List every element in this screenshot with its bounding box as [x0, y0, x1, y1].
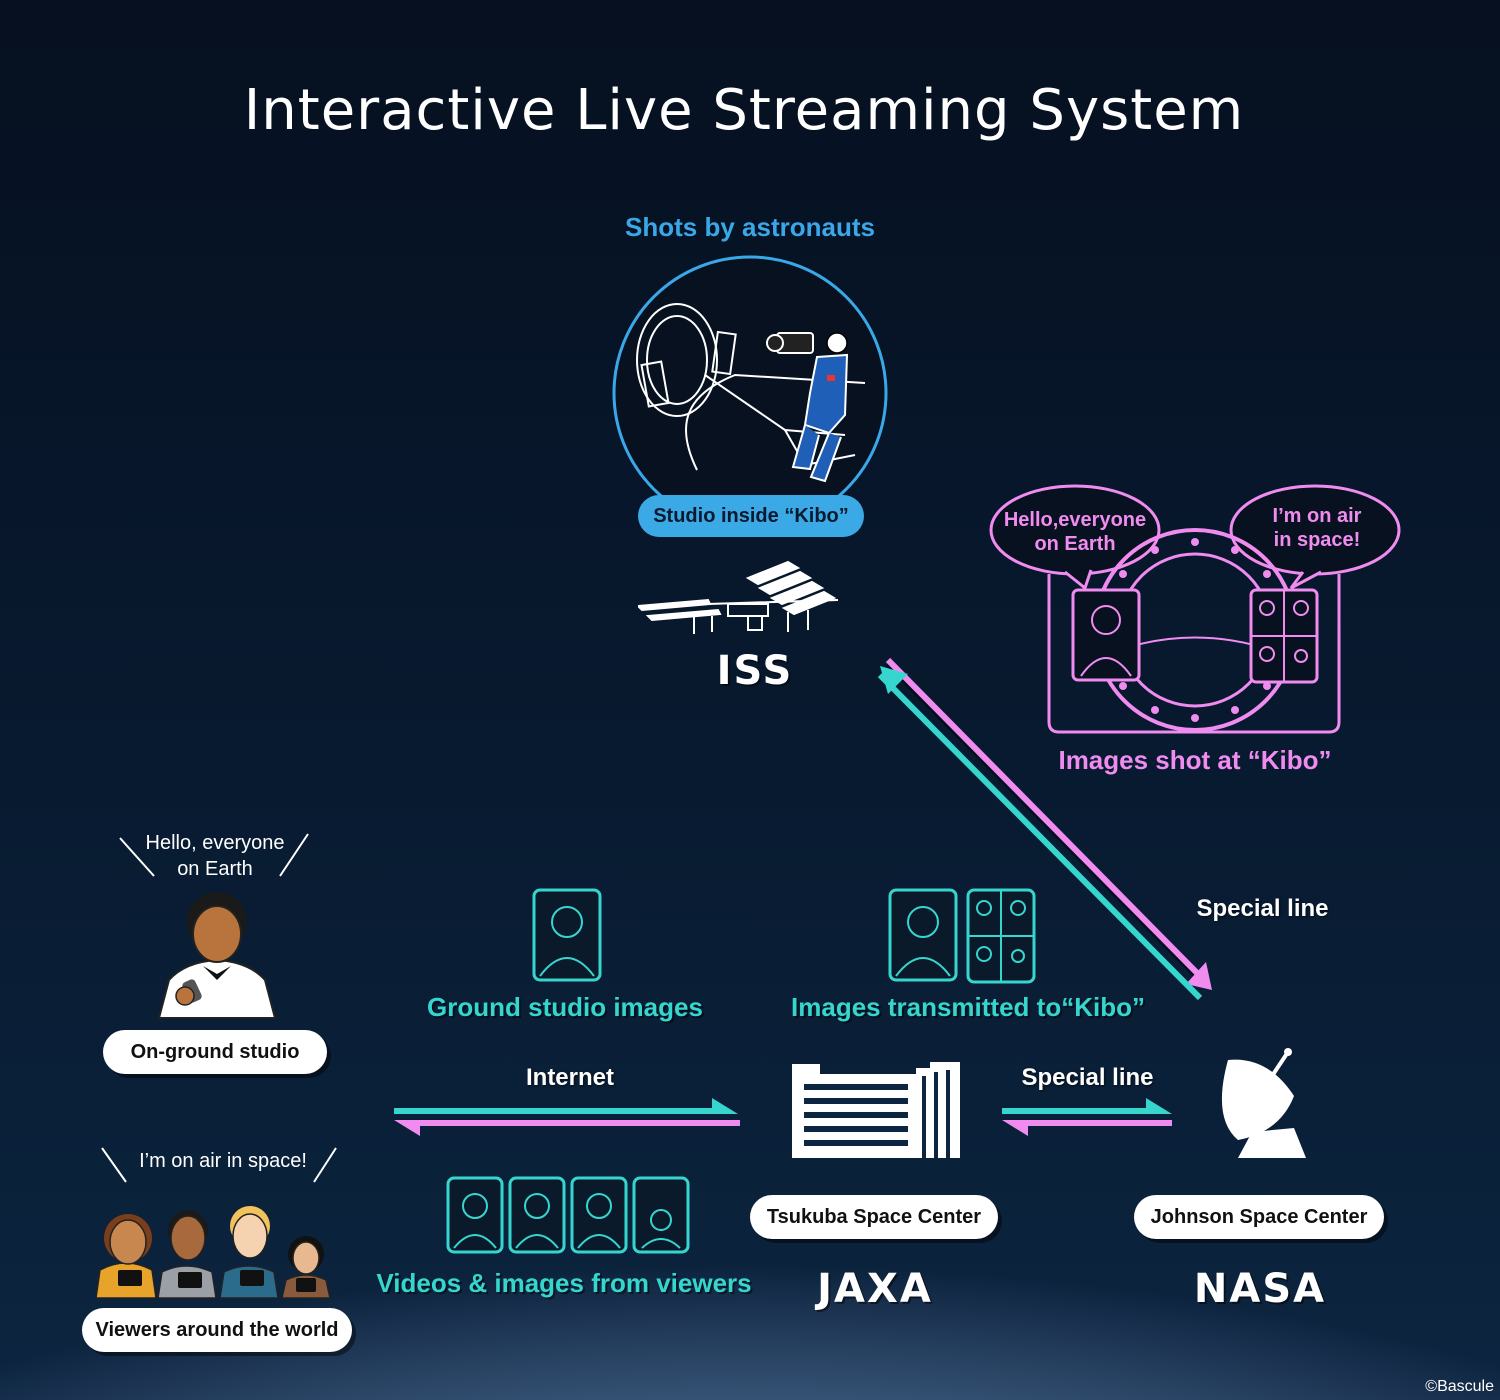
viewer-media-icons [446, 1176, 690, 1254]
tsukuba-pill: Tsukuba Space Center [750, 1195, 998, 1239]
page-title: Interactive Live Streaming System [243, 78, 1245, 143]
special-line-bottom-label: Special line [1021, 1064, 1154, 1091]
kibo-bubble-left: Hello,everyone on Earth [990, 508, 1160, 556]
bubble-right-line-1: I’m on air [1272, 505, 1362, 527]
nasa-label: NASA [1193, 1266, 1327, 1312]
jaxa-label: JAXA [817, 1266, 933, 1312]
studio-speech: Hello, everyone on Earth [125, 830, 305, 882]
astronaut-icon [766, 332, 849, 483]
internet-label: Internet [525, 1064, 614, 1091]
studio-inside-kibo-pill: Studio inside “Kibo” [638, 495, 864, 537]
viewers-speech: I’m on air in space! [139, 1150, 307, 1172]
studio-speech-line-2: on Earth [177, 858, 253, 880]
bubble-left-line-1: Hello,everyone [1003, 509, 1147, 531]
kibo-images-illustration [989, 484, 1401, 734]
credit: ©Bascule [1425, 1378, 1494, 1395]
special-line-left-arrow [1002, 1120, 1172, 1136]
ground-studio-images-label: Ground studio images [427, 992, 703, 1022]
kibo-studio-illustration [612, 255, 888, 515]
speech-lines-studio [119, 833, 309, 877]
viewers-around-world-pill: Viewers around the world [82, 1308, 352, 1352]
satellite-dish-icon [1221, 1048, 1306, 1158]
ground-studio-image-icon [532, 888, 602, 982]
special-line-right-arrow [1002, 1098, 1172, 1114]
bubble-left-line-2: on Earth [1034, 533, 1116, 555]
special-line-top-label: Special line [1196, 895, 1329, 922]
special-line-up-arrow [877, 666, 1203, 1001]
internet-arrows [394, 1098, 740, 1136]
internet-left-arrow [394, 1120, 740, 1136]
speech-lines-viewers [101, 1147, 337, 1183]
viewer-media-label: Videos & images from viewers [376, 1268, 752, 1298]
presenter-icon [157, 892, 277, 1019]
on-ground-studio-pill: On-ground studio [103, 1030, 327, 1074]
iss-label: ISS [716, 648, 794, 694]
images-shot-at-kibo-label: Images shot at “Kibo” [1058, 745, 1332, 775]
johnson-pill: Johnson Space Center [1134, 1195, 1384, 1239]
special-line-down-arrow [885, 657, 1212, 990]
bubble-right-line-2: in space! [1273, 529, 1361, 551]
special-line-arrows [1002, 1098, 1172, 1136]
iss-station-icon [638, 560, 839, 634]
images-to-kibo-icons [888, 888, 1036, 984]
building-icon [792, 1062, 960, 1158]
images-to-kibo-label: Images transmitted to“Kibo” [791, 992, 1145, 1022]
kibo-bubble-right: I’m on air in space! [1232, 504, 1402, 552]
internet-right-arrow [394, 1098, 738, 1114]
shots-by-astronauts-label: Shots by astronauts [625, 212, 875, 242]
viewers-group-icon [96, 1206, 331, 1299]
studio-speech-line-1: Hello, everyone [145, 832, 285, 854]
